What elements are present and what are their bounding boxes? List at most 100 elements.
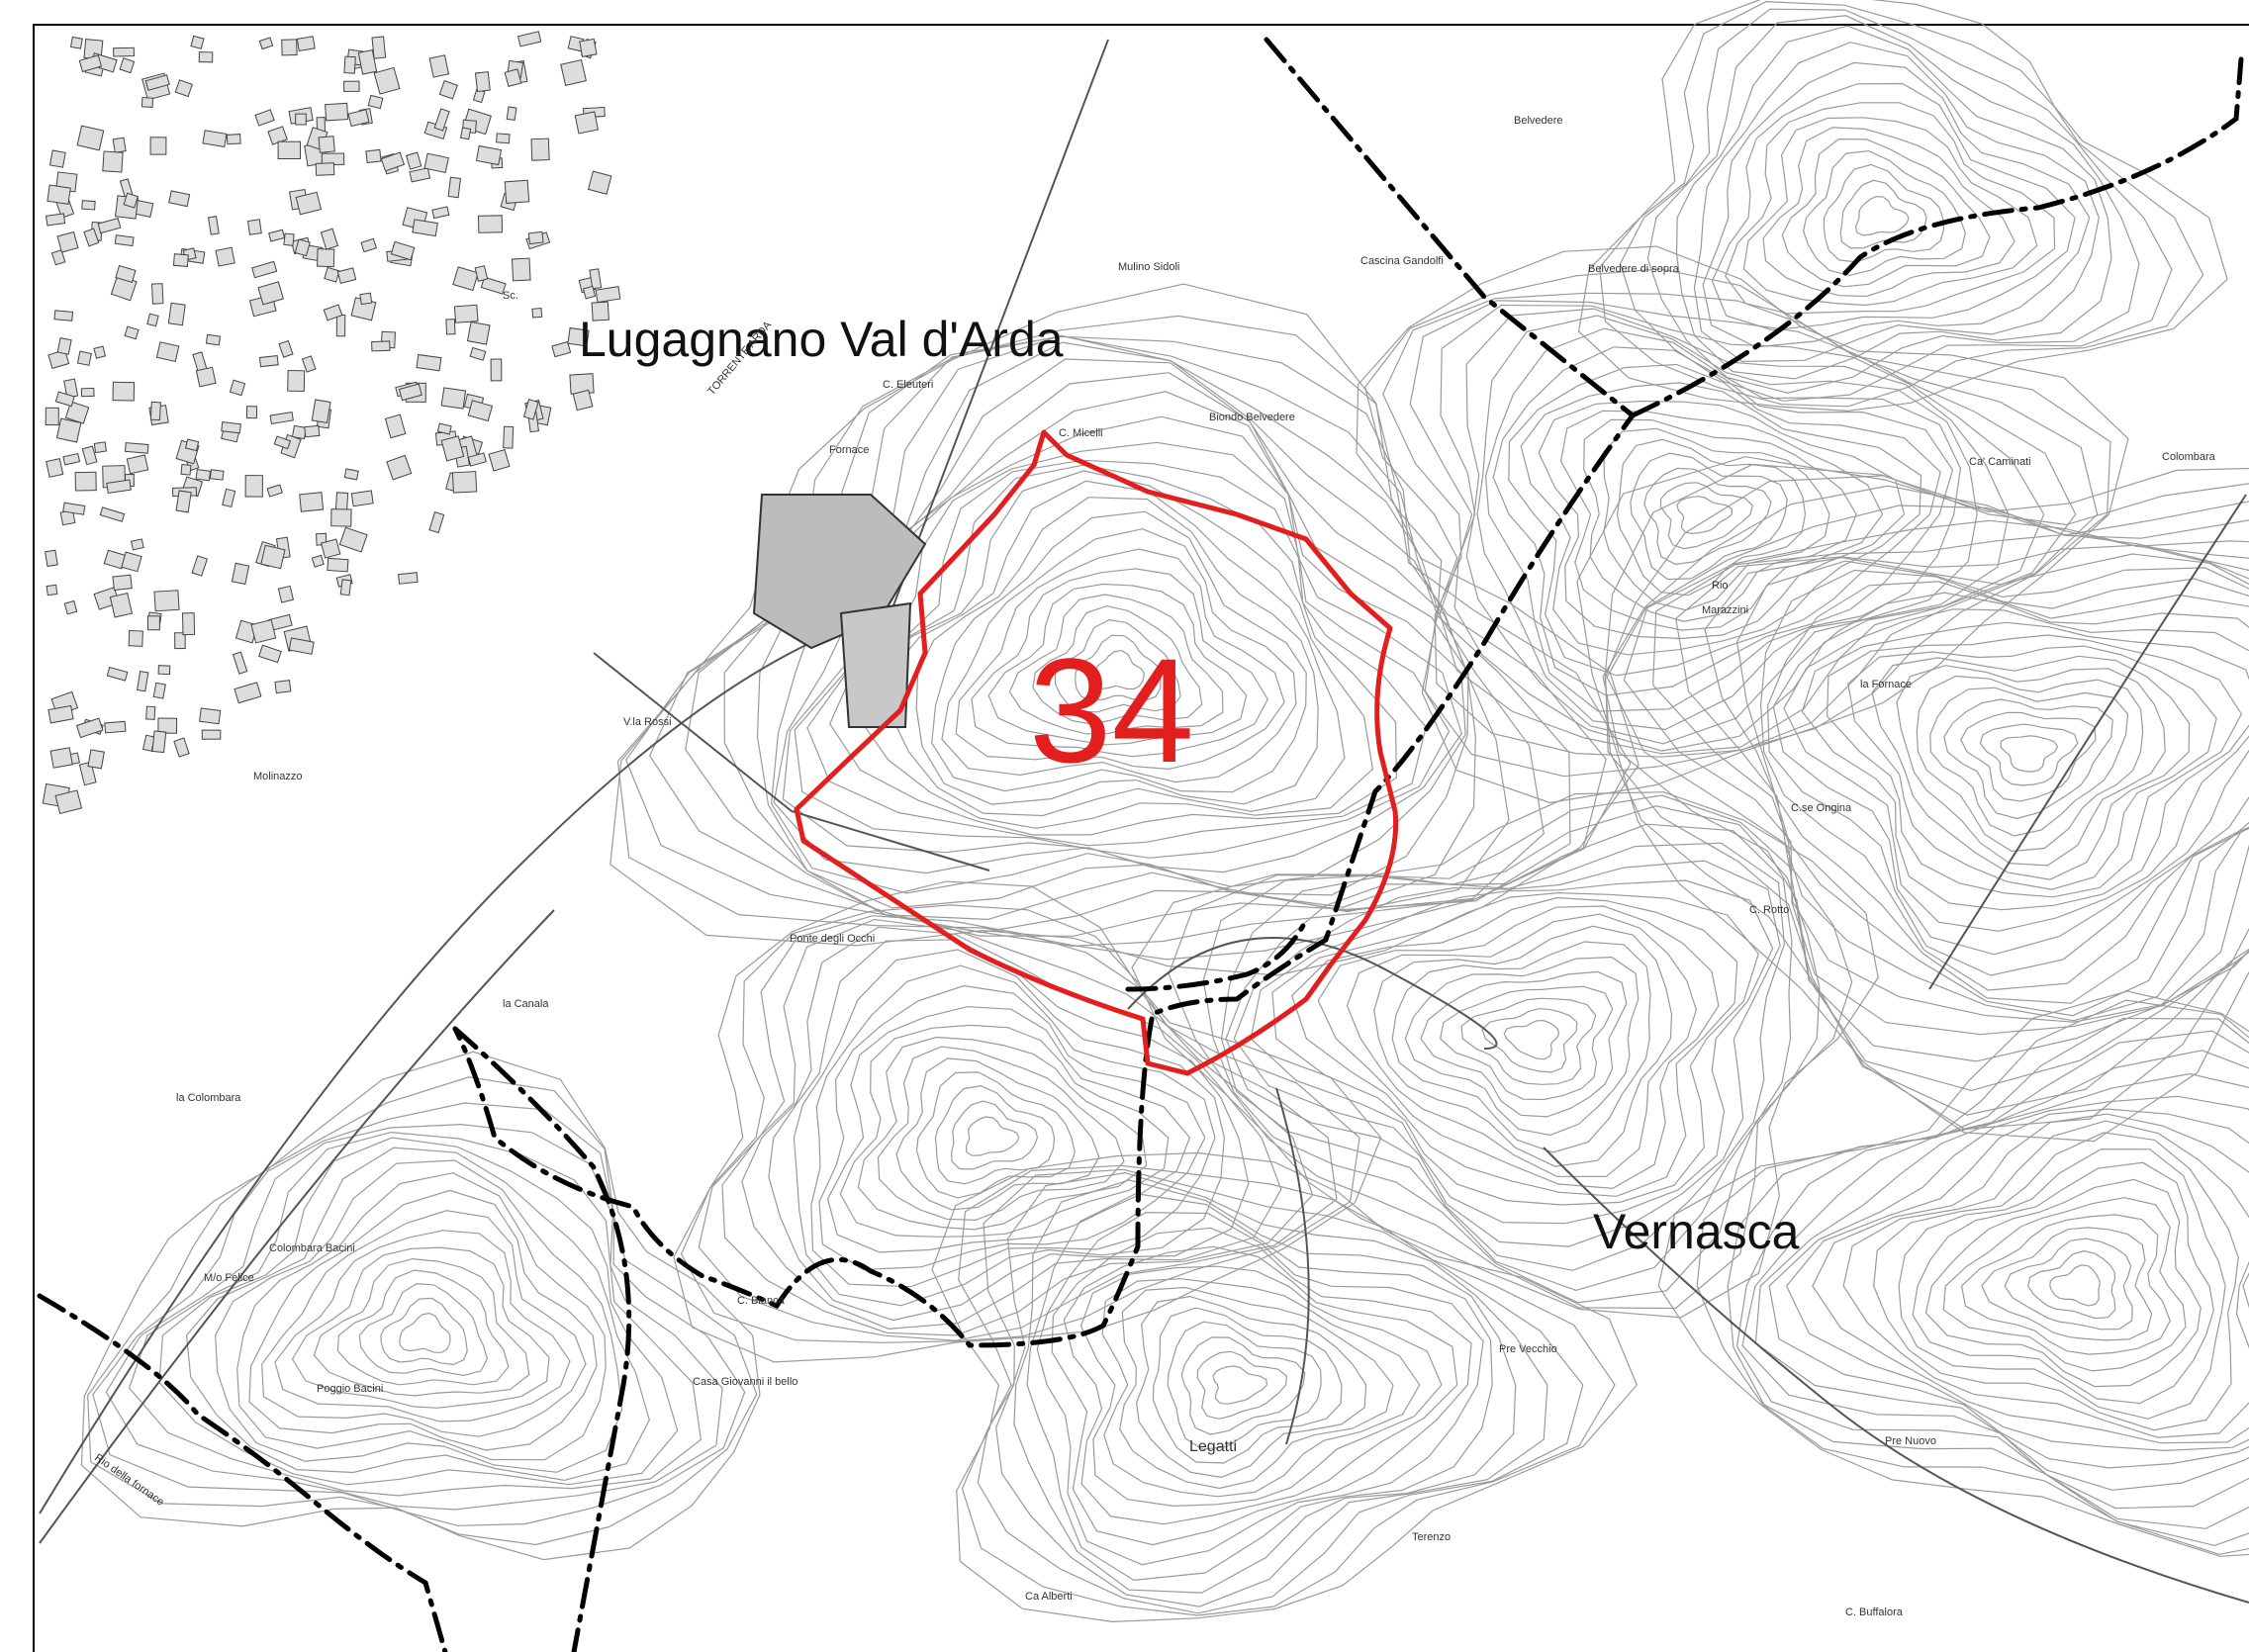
label-la-canala: la Canala bbox=[503, 998, 549, 1010]
contour-line bbox=[1602, 485, 2249, 1092]
contour-line bbox=[1051, 1227, 1472, 1546]
contour-line bbox=[1759, 569, 2249, 991]
contour-line bbox=[1785, 1108, 2249, 1452]
label-c-se-ongina: C.se Ongina bbox=[1791, 802, 1852, 814]
building bbox=[149, 137, 167, 155]
contour-line bbox=[1131, 791, 1879, 1319]
contour-line bbox=[1801, 621, 2249, 911]
building bbox=[294, 238, 311, 257]
building bbox=[587, 170, 612, 195]
contour-line bbox=[934, 1084, 1056, 1185]
contour-line bbox=[793, 949, 1225, 1307]
contour-line bbox=[261, 1210, 587, 1437]
contour-line bbox=[1839, 179, 1927, 249]
contour-line bbox=[1659, 482, 1753, 550]
label-c-buffalora: C. Buffalora bbox=[1845, 1606, 1904, 1618]
building bbox=[157, 717, 178, 734]
building bbox=[488, 448, 511, 472]
contour-line bbox=[1460, 997, 1597, 1085]
building bbox=[49, 747, 73, 769]
building bbox=[229, 379, 246, 397]
contour-line bbox=[1440, 304, 2045, 752]
building bbox=[569, 373, 595, 395]
label-la-fornace: la Fornace bbox=[1860, 679, 1912, 690]
label-colombara-ne: Colombara bbox=[2162, 451, 2216, 463]
town-buildings bbox=[42, 31, 621, 815]
building bbox=[54, 391, 75, 408]
contour-line bbox=[839, 1024, 1170, 1238]
contour-line bbox=[1623, 519, 2249, 1036]
building bbox=[102, 150, 124, 173]
contour-line bbox=[1979, 723, 2079, 786]
contour-line bbox=[1725, 102, 2056, 315]
building bbox=[347, 109, 370, 128]
building bbox=[296, 36, 316, 52]
building bbox=[191, 555, 209, 577]
contour-line bbox=[1803, 149, 1966, 277]
building bbox=[109, 593, 134, 618]
building bbox=[343, 468, 359, 481]
study-area-boundary bbox=[794, 429, 1399, 1076]
building bbox=[209, 469, 225, 481]
label-pre-nuovo: Pre Nuovo bbox=[1885, 1435, 1936, 1447]
contour-line bbox=[1356, 245, 2129, 804]
contour-line bbox=[955, 548, 1285, 771]
building bbox=[511, 257, 531, 282]
contour-line bbox=[609, 283, 1640, 976]
building bbox=[245, 406, 258, 419]
building bbox=[301, 355, 317, 373]
contour-line bbox=[673, 880, 1382, 1363]
building bbox=[467, 400, 494, 422]
building bbox=[50, 249, 66, 266]
contour-line bbox=[1291, 896, 1738, 1197]
contour-line bbox=[1440, 985, 1614, 1101]
contour-line bbox=[291, 1246, 550, 1409]
contour-line bbox=[1180, 1336, 1306, 1435]
contour-lines bbox=[80, 0, 2249, 1623]
contour-line bbox=[1727, 1017, 2249, 1547]
contour-line bbox=[1576, 456, 2249, 1143]
building bbox=[504, 68, 522, 88]
municipal-boundary bbox=[37, 37, 2244, 1652]
building bbox=[112, 137, 127, 153]
building bbox=[338, 526, 368, 553]
building bbox=[64, 401, 90, 424]
building bbox=[398, 383, 422, 402]
contour-line bbox=[1896, 665, 2166, 867]
contour-line bbox=[995, 1171, 1548, 1607]
contour-line bbox=[399, 1312, 451, 1353]
building bbox=[199, 707, 222, 725]
contour-line bbox=[380, 1297, 468, 1366]
contour-line bbox=[1008, 594, 1224, 735]
building bbox=[106, 666, 129, 682]
building bbox=[360, 237, 377, 253]
building bbox=[115, 264, 137, 284]
building bbox=[343, 80, 360, 93]
building bbox=[409, 167, 431, 183]
building bbox=[62, 452, 81, 466]
building bbox=[123, 192, 139, 209]
area-number: 34 bbox=[1029, 627, 1194, 793]
building bbox=[112, 381, 136, 402]
contour-line bbox=[951, 1100, 1039, 1170]
building bbox=[167, 302, 186, 326]
building bbox=[436, 422, 452, 435]
contour-line bbox=[1233, 860, 1781, 1247]
building bbox=[453, 304, 479, 323]
building bbox=[63, 599, 78, 615]
building bbox=[595, 286, 621, 304]
building bbox=[268, 229, 286, 242]
building bbox=[149, 401, 161, 421]
building bbox=[327, 557, 349, 573]
building bbox=[371, 340, 391, 352]
contour-line bbox=[1465, 308, 2010, 745]
roads bbox=[39, 39, 2249, 1604]
building bbox=[234, 682, 262, 704]
contour-line bbox=[1619, 8, 2173, 402]
building bbox=[207, 216, 220, 235]
building bbox=[104, 720, 127, 734]
building bbox=[80, 387, 95, 398]
contour-line bbox=[1559, 410, 1884, 631]
building bbox=[277, 585, 295, 603]
